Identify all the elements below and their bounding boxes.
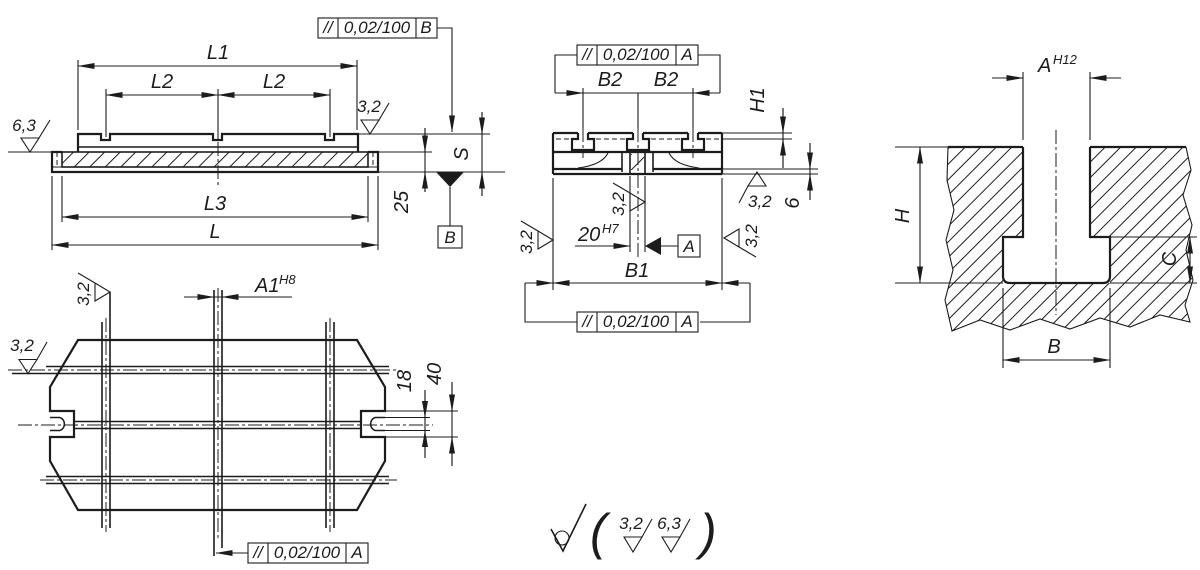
dim-A1-fit: H8 — [279, 272, 296, 287]
tolerance-value: 0,02/100 — [274, 543, 341, 562]
dim-L2-left: L2 — [151, 71, 173, 93]
parallelism-frame-side: // 0,02/100 B — [317, 17, 455, 133]
bore-size: 20 — [577, 224, 600, 246]
roughness-32-end-right: 3,2 — [723, 224, 761, 258]
roughness-32-end-left: 3,2 — [517, 220, 554, 254]
roughness-value: 6,3 — [657, 514, 681, 533]
roughness-value: 3,2 — [742, 224, 761, 248]
dim-A1: A1 — [254, 275, 279, 297]
tolerance-value: 0,02/100 — [603, 312, 670, 331]
datum-ref: A — [680, 312, 692, 331]
parallelism-symbol: // — [581, 312, 594, 331]
roughness-value: 3,2 — [10, 336, 34, 355]
dim-H1: H1 — [747, 87, 769, 113]
dim-L1: L1 — [207, 42, 229, 64]
roughness-value: 3,2 — [74, 282, 93, 306]
end-view: // 0,02/100 A B2 B2 H1 6 3,2 3,2 3,2 3,2… — [517, 44, 818, 333]
dim-B2-left: B2 — [598, 69, 622, 91]
plan-view: A1 H8 3,2 3,2 18 40 // 0,02/100 A — [8, 272, 458, 564]
roughness-value: 3,2 — [517, 230, 536, 254]
roughness-63-value: 6,3 — [12, 116, 36, 135]
parallelism-frame-end-top: // 0,02/100 A — [554, 44, 721, 93]
roughness-32-side: 3,2 — [357, 97, 490, 136]
dim-B: B — [1047, 336, 1060, 358]
datum-b: B — [436, 172, 464, 249]
roughness-32-note: 3,2 — [619, 514, 653, 554]
dim-A: A — [1037, 55, 1051, 77]
roughness-basic-symbol — [550, 503, 587, 553]
roughness-32-side-value: 3,2 — [357, 97, 381, 116]
dim-6: 6 — [782, 197, 804, 209]
dim-L3: L3 — [204, 193, 226, 215]
dim-40: 40 — [424, 363, 446, 385]
dim-C: C — [1159, 251, 1181, 266]
datum-ref: A — [680, 45, 692, 64]
parallelism-symbol: // — [322, 18, 335, 37]
roughness-63: 6,3 — [8, 116, 62, 154]
datum-a-label: A — [682, 237, 694, 256]
roughness-32-plan-rotated: 3,2 — [74, 272, 111, 306]
dim-18: 18 — [394, 370, 416, 392]
dim-L: L — [209, 221, 220, 243]
dim-25: 25 — [391, 190, 413, 214]
dim-L2-right: L2 — [263, 71, 285, 93]
dim-A-fit: H12 — [1053, 52, 1078, 67]
parallelism-frame-plan: // 0,02/100 A — [215, 542, 369, 564]
dim-H: H — [892, 208, 914, 223]
datum-ref: B — [420, 18, 431, 37]
tolerance-value: 0,02/100 — [603, 45, 670, 64]
datum-b-label: B — [444, 228, 455, 247]
dim-B1: B1 — [625, 260, 649, 282]
datum-a: A — [645, 234, 701, 258]
slot-detail-view: A H12 H C B — [892, 52, 1197, 368]
bore-callout: 20 H7 — [575, 221, 631, 249]
roughness-value: 3,2 — [748, 192, 772, 211]
parallelism-frame-end-bottom: // 0,02/100 A — [524, 280, 751, 333]
dim-S: S — [451, 147, 473, 161]
datum-ref: A — [350, 543, 362, 562]
tolerance-value: 0,02/100 — [344, 18, 411, 37]
general-roughness-note: ( 3,2 6,3 ) — [550, 503, 717, 560]
roughness-32-tenon: 3,2 — [609, 182, 646, 216]
roughness-value: 3,2 — [619, 514, 643, 533]
roughness-63-note: 6,3 — [657, 514, 691, 554]
roughness-32-end-bottom: 3,2 — [738, 170, 772, 211]
roughness-32-plan: 3,2 — [10, 336, 48, 375]
parallelism-symbol: // — [581, 45, 594, 64]
side-view: // 0,02/100 B L1 L2 L2 6,3 3,2 S 25 B — [8, 17, 505, 250]
bore-fit: H7 — [602, 221, 619, 236]
paren-close: ) — [695, 504, 717, 560]
dim-B2-right: B2 — [654, 69, 678, 91]
parallelism-symbol: // — [252, 543, 265, 562]
roughness-value: 3,2 — [609, 192, 628, 216]
paren-open: ( — [590, 504, 611, 560]
